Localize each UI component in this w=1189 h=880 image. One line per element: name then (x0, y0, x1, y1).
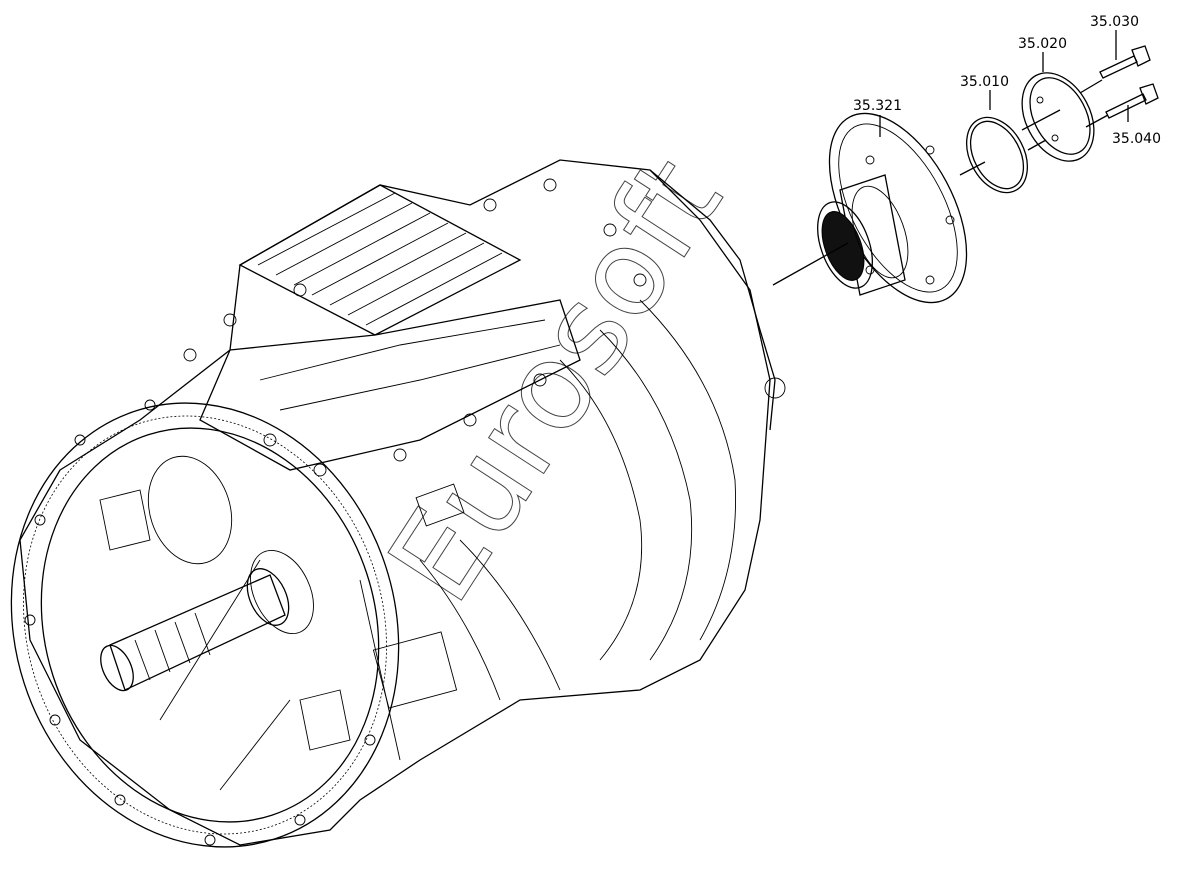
callout-35030: 35.030 (1090, 14, 1139, 30)
callout-35010: 35.010 (960, 74, 1009, 90)
part-35040-bolt (1105, 83, 1159, 119)
part-35030-bolt (1099, 45, 1151, 79)
bell-housing-ring (10, 399, 400, 848)
gearbox-housing (19, 159, 786, 846)
callout-35020: 35.020 (1018, 36, 1067, 52)
input-shaft (100, 549, 314, 692)
callout-35321: 35.321 (853, 98, 902, 114)
part-35321-flange-cover (817, 112, 968, 304)
part-35020-cover-plate (1021, 72, 1095, 162)
callout-leaders (879, 30, 1129, 137)
assembly-axis (772, 79, 1109, 286)
callout-35040: 35.040 (1112, 131, 1161, 147)
part-35010-o-ring (966, 116, 1028, 194)
